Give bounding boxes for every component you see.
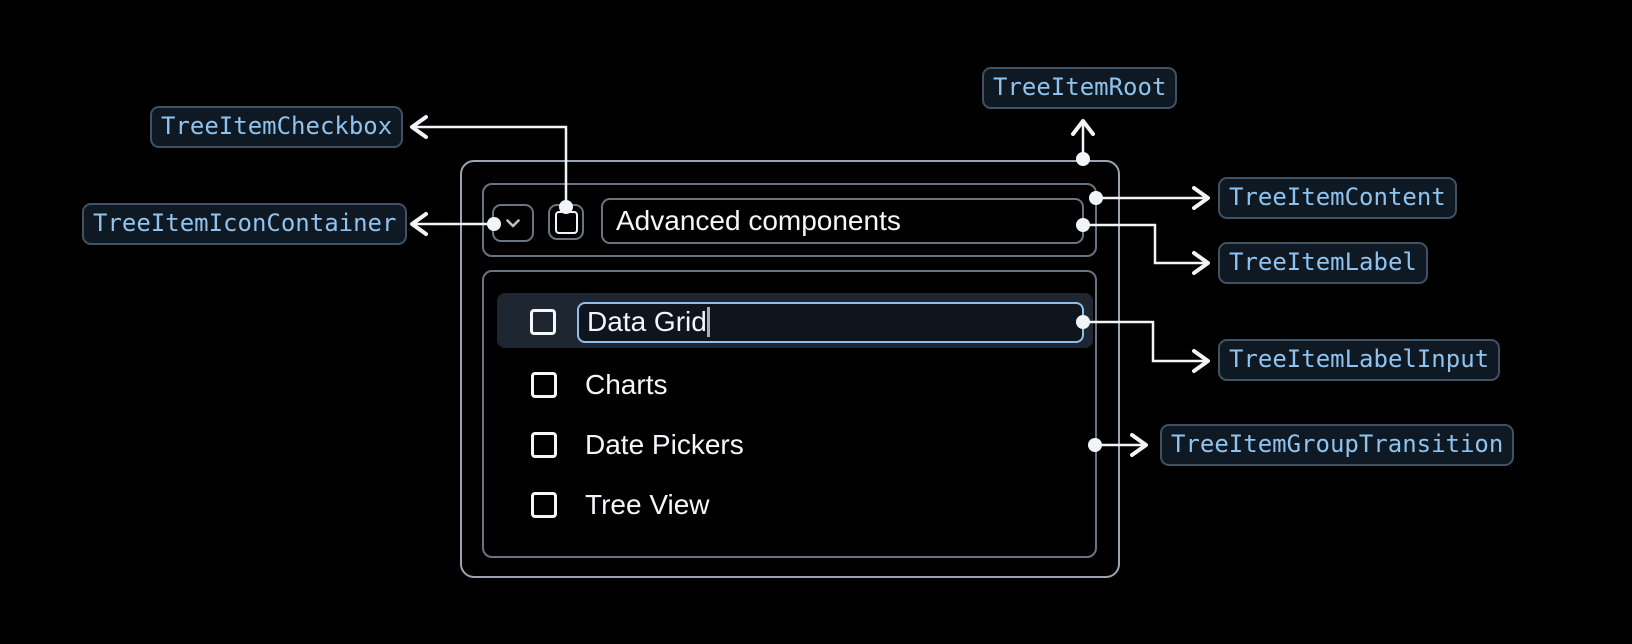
- checkbox-unchecked-icon[interactable]: [530, 309, 556, 335]
- tree-row-charts[interactable]: Charts: [497, 360, 1087, 410]
- annotation-tree-item-group-transition: TreeItemGroupTransition: [1160, 424, 1515, 466]
- chevron-down-icon: [500, 210, 526, 236]
- annotation-tree-item-checkbox: TreeItemCheckbox: [150, 106, 404, 148]
- tree-item-content-outline[interactable]: [482, 183, 1097, 257]
- tree-row-label: Charts: [585, 369, 668, 400]
- tree-item-label-box[interactable]: Advanced components: [601, 198, 1084, 244]
- tree-item-icon-container-outline[interactable]: [492, 204, 534, 242]
- tree-row-label: Date Pickers: [585, 429, 744, 460]
- tree-item-checkbox-outline[interactable]: [548, 204, 584, 240]
- checkbox-unchecked-icon[interactable]: [531, 492, 557, 518]
- checkbox-unchecked-icon[interactable]: [531, 432, 557, 458]
- tree-row-date-pickers[interactable]: Date Pickers: [497, 420, 1087, 470]
- annotation-tree-item-content: TreeItemContent: [1218, 177, 1457, 219]
- tree-item-root-outline: [460, 160, 1120, 578]
- annotation-tree-item-label: TreeItemLabel: [1218, 242, 1428, 284]
- annotation-tree-item-root: TreeItemRoot: [982, 67, 1178, 109]
- tree-item-group-outline: [482, 270, 1097, 558]
- checkbox-unchecked-icon[interactable]: [554, 210, 578, 234]
- text-cursor: [707, 307, 710, 337]
- annotation-tree-item-icon-container: TreeItemIconContainer: [82, 203, 408, 245]
- tree-row-tree-view[interactable]: Tree View: [497, 480, 1087, 530]
- annotation-tree-item-label-input: TreeItemLabelInput: [1218, 339, 1501, 381]
- tree-item-label-input[interactable]: [577, 302, 1084, 343]
- parent-label-text: Advanced components: [616, 205, 901, 236]
- tree-row-label: Tree View: [585, 489, 710, 520]
- checkbox-unchecked-icon[interactable]: [531, 372, 557, 398]
